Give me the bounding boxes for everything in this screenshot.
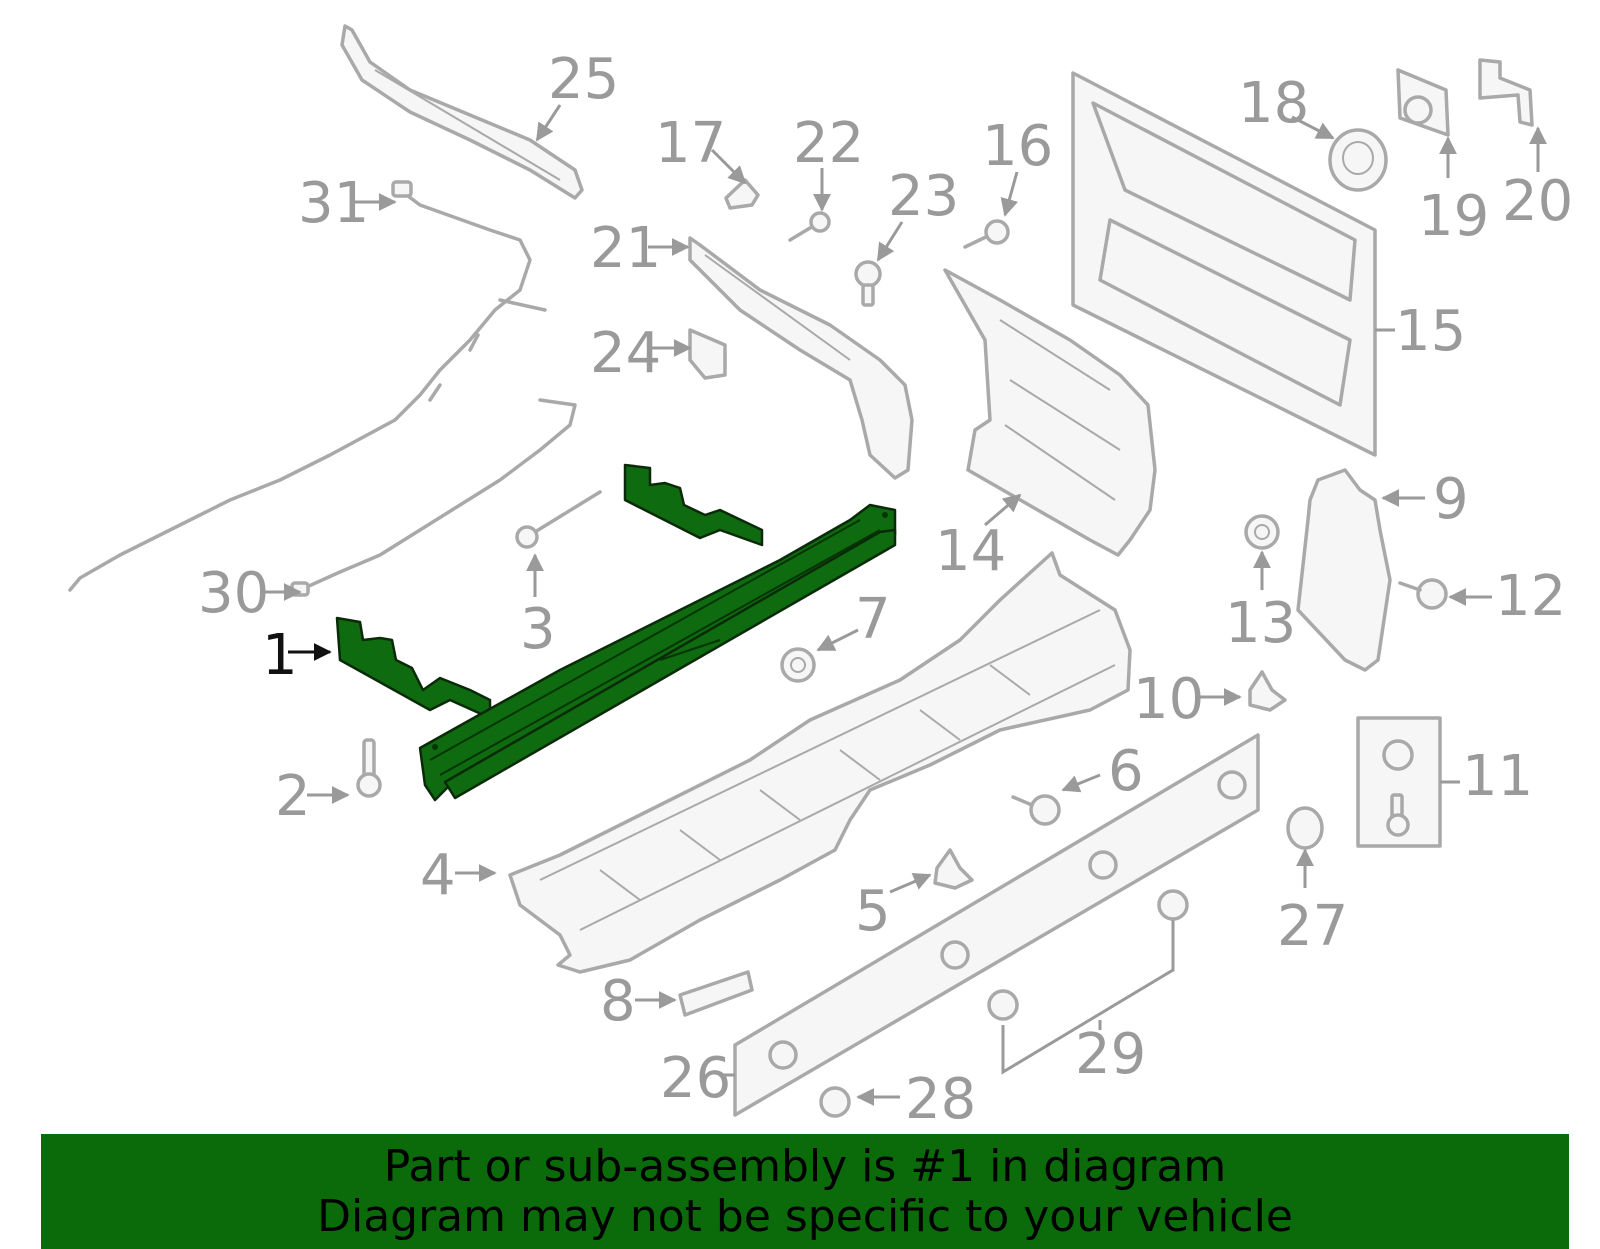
- callout-27: 27: [1277, 894, 1348, 959]
- callout-25: 25: [548, 47, 619, 112]
- callout-23: 23: [888, 164, 959, 229]
- callout-5: 5: [855, 879, 891, 944]
- callout-12: 12: [1495, 564, 1566, 629]
- part-31-wiring-harness: [68, 180, 547, 592]
- part-25-trim-strip: [340, 24, 584, 200]
- leader-23: [876, 221, 904, 262]
- callout-17: 17: [655, 111, 726, 176]
- part-20-bracket: [1478, 58, 1534, 127]
- callout-26: 26: [660, 1046, 731, 1111]
- callout-15: 15: [1395, 299, 1466, 364]
- part-14-side-bracket: [943, 268, 1157, 557]
- part-16-bolt: [963, 219, 1010, 249]
- callout-2: 2: [275, 764, 311, 829]
- info-banner: Part or sub-assembly is #1 in diagram Di…: [41, 1134, 1569, 1249]
- part-11-fastener-kit: [1356, 716, 1442, 848]
- part-2-bolt: [356, 738, 382, 798]
- part-29-clips: [987, 889, 1189, 1075]
- callout-6: 6: [1108, 739, 1144, 804]
- callout-4: 4: [420, 843, 456, 908]
- part-10-pin: [1248, 670, 1287, 712]
- part-27-grommet: [1286, 806, 1324, 850]
- callout-29: 29: [1075, 1022, 1146, 1087]
- leader-7: [816, 628, 859, 652]
- banner-line-2: Diagram may not be specific to your vehi…: [317, 1190, 1293, 1242]
- part-19-bracket: [1396, 68, 1450, 137]
- part-18-grommet: [1328, 128, 1388, 192]
- part-30-lower-wiring: [290, 398, 577, 597]
- callout-7: 7: [855, 587, 891, 652]
- leader-17: [710, 148, 747, 185]
- callout-16: 16: [982, 114, 1053, 179]
- callout-3: 3: [520, 597, 556, 662]
- callout-24: 24: [590, 321, 661, 386]
- callout-20: 20: [1502, 169, 1573, 234]
- part-28-clip: [819, 1086, 851, 1118]
- part-23-bolt: [854, 260, 882, 307]
- part-8-reflector: [678, 970, 754, 1017]
- part-21-bracket: [688, 236, 914, 480]
- part-3-bolt: [515, 490, 602, 549]
- part-1-reinforcement-bar: [335, 463, 897, 802]
- part-7-clip: [780, 647, 816, 683]
- leader-6: [1061, 773, 1101, 793]
- callout-13: 13: [1225, 591, 1296, 656]
- part-5-pin: [933, 848, 974, 890]
- parts-diagram: 1 2 3 4 5 6 7 8 9 10 11 12 13 14 15 16 1…: [68, 24, 1573, 1130]
- callout-19: 19: [1418, 184, 1489, 249]
- callout-22: 22: [793, 111, 864, 176]
- leader-18: [1291, 115, 1335, 140]
- callout-8: 8: [600, 969, 636, 1034]
- leader-14: [984, 493, 1022, 527]
- part-26-lower-panel: [733, 733, 1260, 1117]
- callout-18: 18: [1238, 71, 1309, 136]
- part-22-screw: [788, 211, 831, 242]
- part-15-panel: [1071, 71, 1377, 457]
- callout-31: 31: [298, 171, 369, 236]
- part-6-bolt: [1011, 794, 1061, 826]
- callout-30: 30: [198, 561, 269, 626]
- callout-14: 14: [935, 519, 1006, 584]
- leader-5: [889, 873, 932, 894]
- callout-21: 21: [590, 216, 661, 281]
- callout-9: 9: [1433, 467, 1469, 532]
- part-13-clip: [1244, 514, 1280, 550]
- callout-1: 1: [262, 623, 298, 688]
- part-9-bracket: [1296, 468, 1392, 672]
- part-24-clip: [688, 328, 727, 380]
- callout-11: 11: [1462, 744, 1533, 809]
- part-4-step-pad: [508, 551, 1132, 974]
- callout-28: 28: [905, 1067, 976, 1130]
- part-12-bolt: [1398, 578, 1448, 610]
- callout-10: 10: [1133, 667, 1204, 732]
- leader-25: [535, 104, 562, 142]
- banner-line-1: Part or sub-assembly is #1 in diagram: [383, 1140, 1227, 1192]
- leader-16: [1000, 171, 1019, 217]
- part-17-pushpin: [724, 178, 760, 210]
